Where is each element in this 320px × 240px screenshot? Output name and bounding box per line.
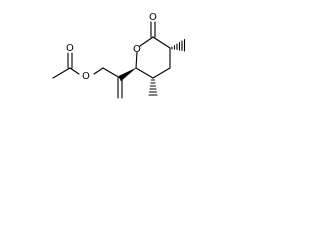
molecule-structure: O O O O bbox=[52, 12, 186, 99]
bond-c6-ring-o bbox=[135, 51, 138, 69]
bond-c2-c3 bbox=[152, 36, 171, 49]
atom-ring-oxygen: O bbox=[133, 44, 141, 55]
bond-c8-ester-o bbox=[93, 67, 104, 75]
bond-ester-o-acyl-c bbox=[69, 67, 80, 75]
atom-acetyl-carbonyl-oxygen: O bbox=[66, 43, 74, 54]
hashed-bond-c3-methyl bbox=[171, 38, 186, 52]
bond-acyl-c-methyl bbox=[52, 67, 71, 79]
atom-ester-oxygen: O bbox=[82, 71, 90, 82]
bond-c4-c5 bbox=[152, 67, 171, 79]
atom-carbonyl-oxygen: O bbox=[149, 12, 157, 23]
bond-c7-c8 bbox=[102, 67, 121, 79]
bond-ring-o-c2 bbox=[139, 36, 154, 47]
hashed-bond-c5-methyl bbox=[148, 79, 158, 96]
bond-c5-c6 bbox=[135, 67, 154, 79]
